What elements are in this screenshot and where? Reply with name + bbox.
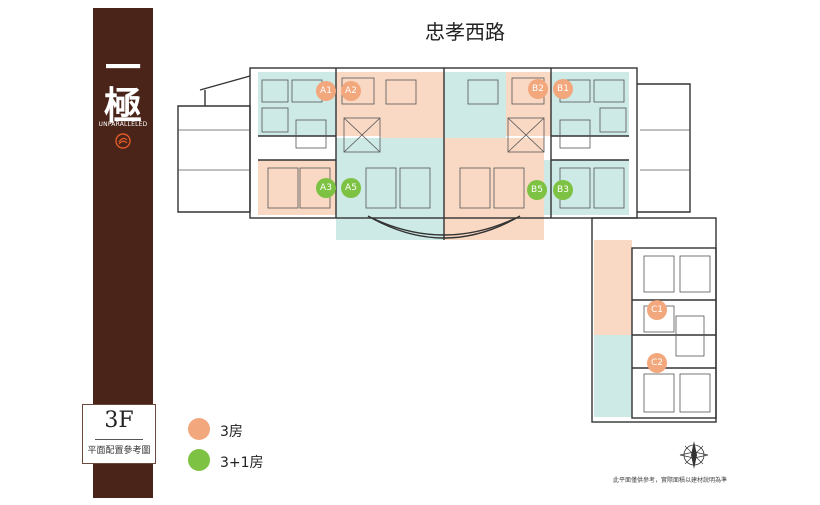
zone-fills xyxy=(258,72,632,417)
legend-label-3plus1room: 3+1房 xyxy=(220,455,264,471)
walls xyxy=(177,67,717,423)
unit-marker-c2: C2 xyxy=(647,353,667,373)
logo-character-1: 一 xyxy=(104,47,141,89)
unit-marker-a3: A3 xyxy=(316,178,336,198)
floor-label-box: 3F 平面配置參考圖 xyxy=(82,404,156,464)
street-name: 忠孝西路 xyxy=(425,20,505,44)
legend-dot-3plus1room xyxy=(188,449,210,471)
floor-subtitle: 平面配置參考圖 xyxy=(87,446,151,456)
unit-marker-b5: B5 xyxy=(527,180,547,200)
unit-marker-b2: B2 xyxy=(528,79,548,99)
unit-marker-a2: A2 xyxy=(341,81,361,101)
legend-dot-3room xyxy=(188,418,210,440)
compass-icon xyxy=(679,441,709,469)
unit-marker-c1: C1 xyxy=(647,300,667,320)
logo-subtitle: UNPARALLELED xyxy=(98,121,148,128)
disclaimer-text: 此平面僅供參考，實際面積以建材說明為準 xyxy=(612,477,727,484)
legend-label-3room: 3房 xyxy=(220,424,243,440)
brand-emblem-icon xyxy=(115,133,131,149)
floor-divider xyxy=(95,439,143,440)
unit-marker-b3: B3 xyxy=(553,180,573,200)
unit-marker-b1: B1 xyxy=(553,79,573,99)
unit-marker-a1: A1 xyxy=(316,81,336,101)
floor-number: 3F xyxy=(104,408,134,433)
room-details xyxy=(178,77,711,413)
unit-marker-a5: A5 xyxy=(341,178,361,198)
logo-character-2: 極 xyxy=(103,83,142,128)
